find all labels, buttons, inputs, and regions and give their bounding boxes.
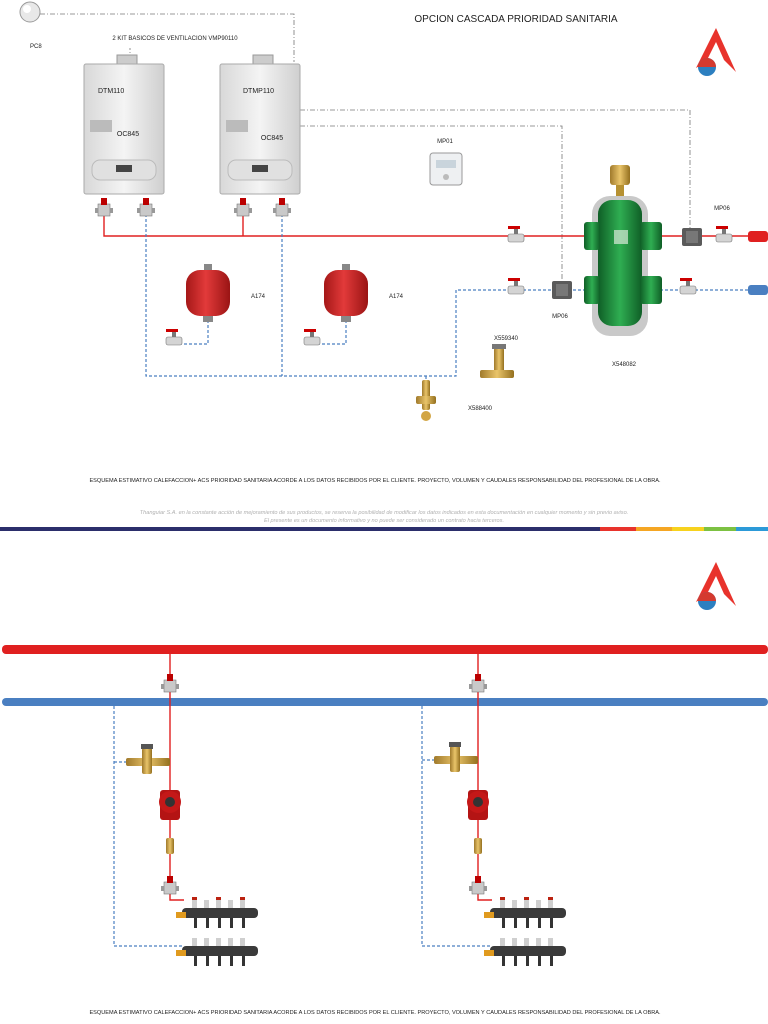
disclaimer-line-2: El presente es un documento informativo …	[264, 518, 504, 524]
supply-outlet	[748, 231, 768, 242]
separator-label: X548082	[612, 362, 637, 368]
valve-icon	[233, 197, 253, 217]
valve-label: X559340	[494, 336, 519, 342]
filling-valve-icon	[416, 380, 436, 421]
pump-icon	[552, 281, 572, 299]
sensor-label: PC8	[30, 44, 42, 50]
boiler-2-model: DTMP110	[243, 88, 274, 95]
boiler-2-controller: OC845	[261, 135, 283, 142]
boiler-1-model: DTM110	[98, 88, 124, 95]
page-1: OPCION CASCADA PRIORIDAD SANITARIA PC8 2…	[0, 1, 768, 531]
valve-icon	[303, 328, 321, 346]
hydraulic-separator-icon	[584, 165, 662, 336]
vessel-1-label: A174	[251, 294, 266, 300]
valve-icon	[507, 225, 525, 243]
logo-icon	[696, 28, 736, 76]
logo-icon	[696, 562, 736, 610]
expansion-vessel-icon	[324, 264, 368, 322]
manifold-icon	[484, 897, 566, 966]
return-outlet	[748, 285, 768, 295]
manifold-icon	[176, 897, 258, 966]
page-2: ESQUEMA ESTIMATIVO CALEFACCION+ ACS PRIO…	[2, 562, 768, 1016]
pump-icon	[682, 228, 702, 246]
fitting-icon	[474, 838, 482, 854]
mixing-valve-icon	[434, 742, 478, 772]
page-title: OPCION CASCADA PRIORIDAD SANITARIA	[414, 14, 618, 25]
thermostat-label: MP01	[437, 139, 453, 145]
circuit-2	[421, 654, 566, 966]
boiler-1-controller: OC845	[117, 131, 139, 138]
valve-icon	[160, 673, 180, 693]
valve-icon	[165, 328, 183, 346]
boiler-icon	[83, 54, 165, 195]
valve-icon	[468, 673, 488, 693]
pump-icon	[159, 790, 181, 820]
page-divider	[0, 527, 768, 531]
filler-label: X588400	[468, 406, 493, 412]
valve-icon	[507, 277, 525, 295]
valve-icon	[679, 277, 697, 295]
valve-icon	[468, 875, 488, 895]
valve-icon	[715, 225, 733, 243]
valve-icon	[94, 197, 114, 217]
valve-icon	[272, 197, 292, 217]
fitting-icon	[166, 838, 174, 854]
thermostat-icon	[429, 152, 463, 186]
mixing-valve-icon	[480, 344, 514, 378]
valve-icon	[160, 875, 180, 895]
vessel-2-label: A174	[389, 294, 404, 300]
valve-icon	[136, 197, 156, 217]
disclaimer-line-1: Thanguiar S.A. en la constante acción de…	[140, 510, 628, 516]
return-header-pipe	[2, 698, 768, 706]
pump-bottom-label: MP06	[552, 314, 568, 320]
supply-header-pipe	[2, 645, 768, 654]
boiler-icon	[219, 54, 301, 195]
pump-top-label: MP06	[714, 206, 730, 212]
circuit-1	[113, 654, 258, 966]
expansion-vessel-icon	[186, 264, 230, 322]
kit-label: 2 KIT BASICOS DE VENTILACION VMP90110	[112, 36, 238, 42]
footer-note: ESQUEMA ESTIMATIVO CALEFACCION+ ACS PRIO…	[89, 1010, 661, 1016]
footer-note: ESQUEMA ESTIMATIVO CALEFACCION+ ACS PRIO…	[89, 478, 661, 484]
mixing-valve-icon	[126, 744, 170, 774]
pump-icon	[467, 790, 489, 820]
sensor-icon	[19, 1, 41, 23]
